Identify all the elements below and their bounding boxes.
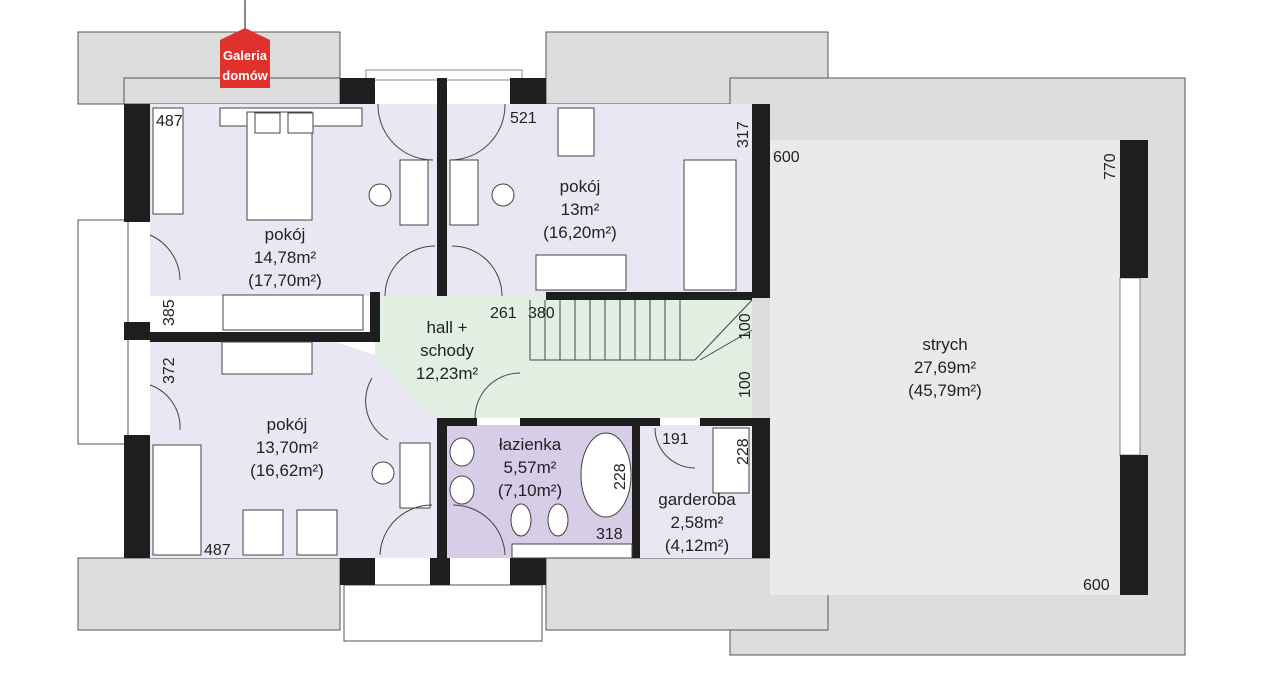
furniture bbox=[152, 107, 753, 559]
dim-385: 385 bbox=[161, 299, 178, 326]
room-attic bbox=[770, 140, 1120, 595]
hall-area: 12,23m² bbox=[416, 364, 479, 383]
attic-name: strych bbox=[922, 335, 967, 354]
dim-318: 318 bbox=[596, 526, 623, 543]
dim-372: 372 bbox=[161, 357, 178, 384]
balcony-left bbox=[77, 219, 129, 445]
bedroom-2-area: 13m² bbox=[561, 200, 600, 219]
bedroom-3-area: 13,70m² bbox=[256, 438, 319, 457]
room-bedroom-3 bbox=[150, 340, 437, 558]
dim-600-top: 600 bbox=[773, 149, 800, 166]
dim-191: 191 bbox=[662, 431, 689, 448]
walls bbox=[124, 78, 1148, 595]
dim-600-bottom: 600 bbox=[1083, 577, 1110, 594]
svg-text:Galeria: Galeria bbox=[223, 48, 268, 63]
bedroom-2-name: pokój bbox=[560, 177, 601, 196]
bedroom-3-area-total: (16,62m²) bbox=[250, 461, 324, 480]
bedroom-1-area: 14,78m² bbox=[254, 248, 317, 267]
galeria-domow-logo: Galeria domów bbox=[220, 0, 270, 88]
balcony-bottom bbox=[343, 584, 543, 642]
attic-area-total: (45,79m²) bbox=[908, 381, 982, 400]
bedroom-2-area-total: (16,20m²) bbox=[543, 223, 617, 242]
dim-100-a: 100 bbox=[737, 313, 754, 340]
bathroom-name: łazienka bbox=[499, 435, 562, 454]
wardrobe-area-total: (4,12m²) bbox=[665, 536, 729, 555]
room-hall bbox=[375, 296, 752, 418]
doors bbox=[149, 103, 696, 556]
dim-487-bottom: 487 bbox=[204, 542, 231, 559]
roof-bottom-left bbox=[77, 557, 341, 631]
bedroom-3-name: pokój bbox=[267, 415, 308, 434]
dim-317: 317 bbox=[735, 121, 752, 148]
dim-261: 261 bbox=[490, 305, 517, 322]
dim-770: 770 bbox=[1102, 153, 1119, 180]
bedroom-1-area-total: (17,70m²) bbox=[248, 271, 322, 290]
dim-100-b: 100 bbox=[737, 371, 754, 398]
wardrobe-area: 2,58m² bbox=[671, 513, 724, 532]
attic-area: 27,69m² bbox=[914, 358, 977, 377]
bathroom-area: 5,57m² bbox=[504, 458, 557, 477]
bedroom-1-name: pokój bbox=[265, 225, 306, 244]
dim-228-bath: 228 bbox=[612, 463, 629, 490]
hall-name-2: schody bbox=[420, 341, 474, 360]
bathroom-area-total: (7,10m²) bbox=[498, 481, 562, 500]
dim-521: 521 bbox=[510, 110, 537, 127]
attic-window bbox=[1119, 277, 1141, 456]
dim-228-wardrobe: 228 bbox=[735, 438, 752, 465]
svg-text:domów: domów bbox=[222, 68, 268, 83]
wardrobe-name: garderoba bbox=[658, 490, 736, 509]
dim-487-top: 487 bbox=[156, 113, 183, 130]
dim-380: 380 bbox=[528, 305, 555, 322]
hall-name-1: hall + bbox=[426, 318, 467, 337]
